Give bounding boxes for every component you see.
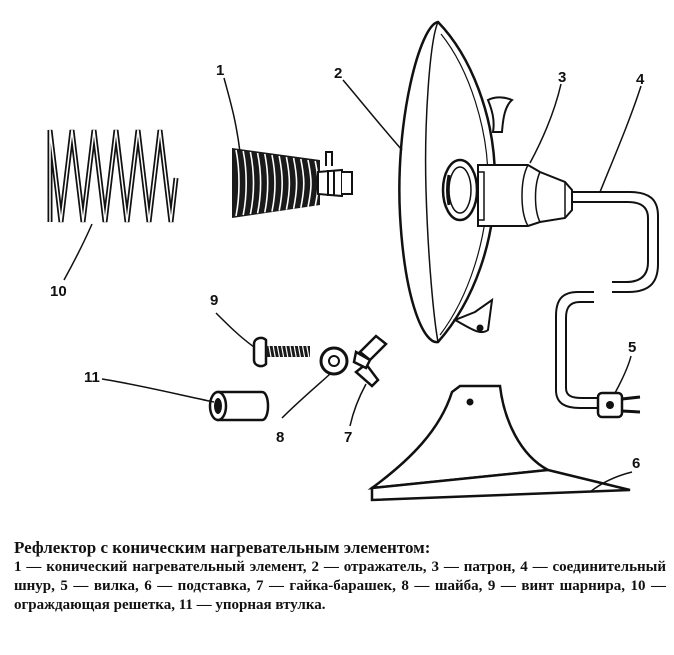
screw-thread-line (297, 345, 301, 358)
caption-title: Рефлектор с коническим нагревательным эл… (14, 538, 431, 557)
callout-6: 6 (632, 455, 640, 472)
stand (367, 384, 631, 502)
coil-ring (242, 150, 247, 216)
plug (596, 391, 641, 419)
coil-ring (285, 156, 291, 210)
screw-thread-line (276, 345, 280, 358)
screw-thread-line (268, 345, 272, 358)
screw-thread-line (272, 345, 276, 358)
screw-thread-line (306, 345, 310, 358)
screw-thread-line (281, 345, 285, 358)
socket (477, 164, 573, 227)
callout-10: 10 (50, 283, 67, 300)
connecting-cord (555, 191, 659, 409)
callout-2: 2 (334, 65, 342, 82)
washer (319, 346, 349, 376)
callout-11: 11 (84, 369, 100, 386)
screw-thread-line (293, 345, 297, 358)
screw-thread-line (302, 345, 306, 358)
screw-thread-line (289, 345, 293, 358)
callout-7: 7 (344, 429, 352, 446)
wing-nut (352, 334, 388, 388)
reflector (398, 20, 514, 344)
coil-ring (249, 151, 255, 215)
coil-ring (292, 157, 298, 209)
callout-1: 1 (216, 62, 224, 79)
conical-heating-element (232, 148, 353, 218)
callout-8: 8 (276, 429, 284, 446)
callout-5: 5 (628, 339, 636, 356)
hinge-screw (252, 336, 310, 368)
coil-ring (264, 153, 269, 213)
coil-ring (256, 152, 262, 214)
leader-lines (63, 77, 642, 493)
protective-grille (47, 129, 179, 223)
coil-ring (307, 159, 312, 208)
coil-ring (300, 158, 305, 208)
screw-thread-line (285, 345, 289, 358)
coil-ring (271, 154, 276, 212)
coil-ring (235, 149, 240, 217)
thrust-sleeve (208, 390, 270, 422)
callout-9: 9 (210, 292, 218, 309)
coil-ring (278, 155, 283, 211)
caption-legend: 1 — конический нагревательный элемент, 2… (14, 559, 666, 613)
exploded-view-drawing: 1 2 3 4 5 6 7 8 9 11 10 (47, 20, 659, 502)
figure-caption: Рефлектор с коническим нагревательным эл… (14, 538, 666, 615)
callout-3: 3 (558, 69, 566, 86)
callout-4: 4 (636, 71, 645, 88)
